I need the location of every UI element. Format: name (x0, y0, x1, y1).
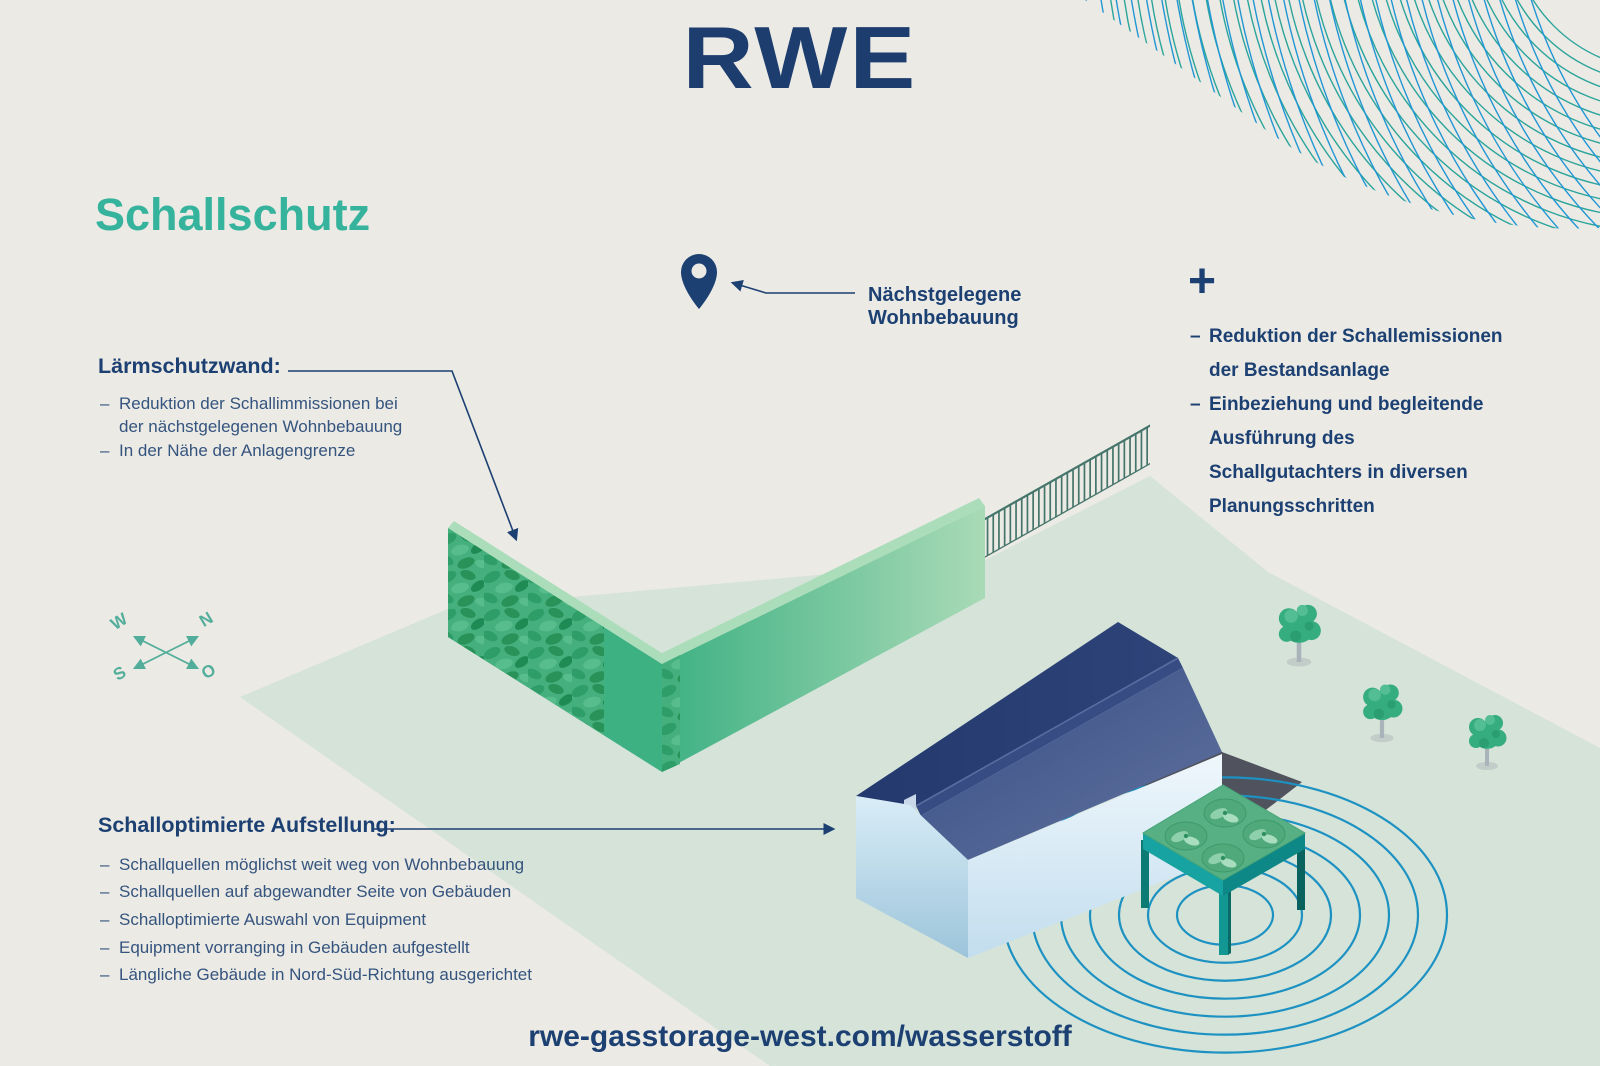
list-item-text: In der Nähe der Anlagengrenze (119, 440, 356, 460)
list-item-text: Schallquellen auf abgewandter Seite von … (119, 882, 512, 902)
list-item: – Equipment vorranging in Gebäuden aufge… (98, 934, 558, 962)
list-item: – In der Nähe der Anlagengrenze (98, 439, 408, 463)
footer-url[interactable]: rwe-gasstorage-west.com/wasserstoff (528, 1020, 1072, 1053)
bullet-dash: – (100, 440, 110, 460)
page-title: Schallschutz (95, 189, 371, 240)
compass-icon (132, 635, 200, 670)
wall-section-heading: Lärmschutzwand: (98, 354, 281, 378)
bullet-dash: – (100, 937, 110, 957)
list-item: – Schallquellen möglichst weit weg von W… (98, 851, 558, 879)
fan-unit (1201, 843, 1245, 873)
equipment-table (1141, 784, 1306, 955)
list-item-text: Einbeziehung und begleitende Ausführung … (1209, 394, 1484, 517)
rwe-logo: RWE (682, 8, 918, 107)
building (856, 622, 1222, 958)
pin-callout-label: Nächstgelegene Wohnbebauung (868, 284, 1021, 330)
bullet-dash: – (100, 393, 110, 413)
bullet-dash: – (100, 910, 110, 930)
bullet-dash: – (1190, 326, 1201, 347)
pin-connector-arrow (730, 280, 855, 294)
list-item-text: Reduktion der Schallimmissionen bei der … (119, 393, 403, 437)
plus-section: + – Reduktion der Schallemissionen der B… (1188, 258, 1508, 524)
list-item-text: Längliche Gebäude in Nord-Süd-Richtung a… (119, 965, 532, 985)
wall-connector-arrow (288, 370, 519, 542)
wall-section: Lärmschutzwand: – Reduktion der Schallim… (98, 354, 408, 463)
layout-section: Schalloptimierte Aufstellung: – Schallqu… (98, 813, 558, 989)
fan-unit (1242, 819, 1286, 849)
list-item-text: Schallquellen möglichst weit weg von Woh… (119, 854, 525, 874)
list-item-text: Reduktion der Schallemissionen der Besta… (1209, 326, 1503, 381)
pin-callout-line2: Wohnbebauung (868, 307, 1019, 329)
list-item: – Reduktion der Schallimmissionen bei de… (98, 392, 408, 439)
bullet-dash: – (100, 882, 110, 902)
bullet-dash: – (1190, 394, 1201, 415)
list-item: – Schalloptimierte Auswahl von Equipment (98, 906, 558, 934)
fence (978, 424, 1150, 562)
noise-barrier-wall (448, 498, 985, 772)
bullet-dash: – (100, 854, 110, 874)
list-item-text: Equipment vorranging in Gebäuden aufgest… (119, 937, 470, 957)
bullet-dash: – (100, 965, 110, 985)
list-item: – Längliche Gebäude in Nord-Süd-Richtung… (98, 961, 558, 989)
layout-section-heading: Schalloptimierte Aufstellung: (98, 813, 396, 837)
list-item: – Schallquellen auf abgewandter Seite vo… (98, 878, 558, 906)
plus-icon: + (1188, 255, 1217, 308)
location-pin-icon (681, 254, 717, 309)
connector-lines (288, 280, 855, 835)
fan-unit (1203, 798, 1247, 828)
fan-unit (1164, 821, 1208, 851)
list-item: – Einbeziehung und begleitende Ausführun… (1188, 388, 1508, 524)
list-item-text: Schalloptimierte Auswahl von Equipment (119, 910, 427, 930)
pin-callout-line1: Nächstgelegene (868, 284, 1022, 306)
list-item: – Reduktion der Schallemissionen der Bes… (1188, 320, 1508, 388)
